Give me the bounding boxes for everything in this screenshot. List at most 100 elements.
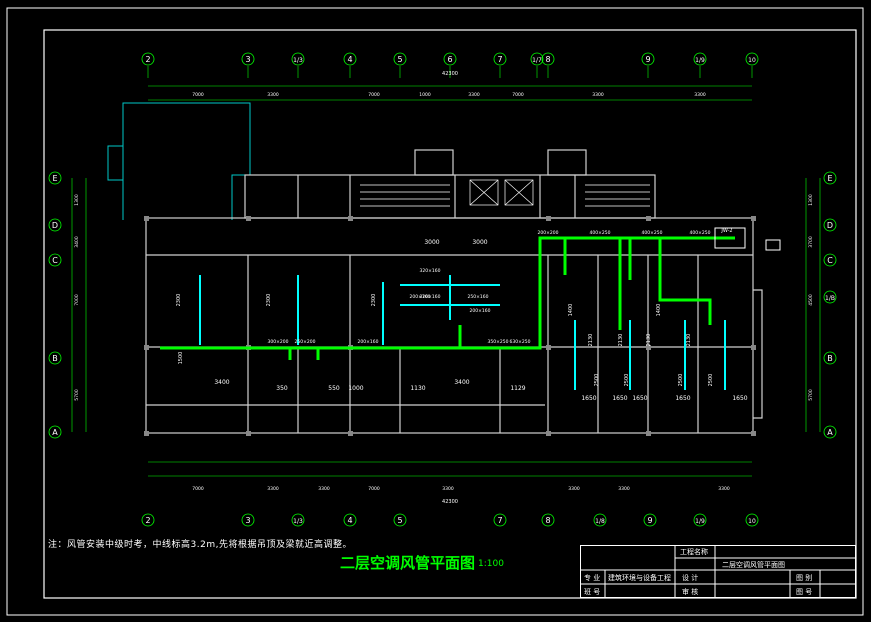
axis-bubble-bottom-1: 3 <box>241 513 255 527</box>
vertical-dim-11: 1500 <box>178 352 184 365</box>
dim-right-0: 1300 <box>808 194 814 206</box>
svg-text:B: B <box>827 354 833 363</box>
axis-bubble-right-1: D <box>823 218 837 232</box>
branch-ducts <box>199 275 726 390</box>
axis-bubble-bottom-8: 9 <box>643 513 657 527</box>
structural-columns <box>144 216 756 436</box>
vertical-dim-8: 2500 <box>624 374 630 387</box>
dim-bottom-seg-3: 7000 <box>368 486 380 492</box>
svg-text:C: C <box>827 256 833 265</box>
svg-text:1/9: 1/9 <box>695 518 705 525</box>
axis-bubble-top-10: 1/9 <box>693 52 707 66</box>
tb-review-label: 审 核 <box>682 588 699 596</box>
room-dim-13: 1650 <box>612 395 627 402</box>
axis-bubble-bottom-3: 4 <box>343 513 357 527</box>
svg-text:2: 2 <box>145 55 150 64</box>
svg-text:1/B: 1/B <box>825 295 835 302</box>
svg-text:1/3: 1/3 <box>293 57 303 64</box>
axis-lines <box>71 66 821 477</box>
axis-bubble-bottom-7: 1/8 <box>593 513 607 527</box>
vertical-dim-13: 1400 <box>656 304 662 317</box>
stairwells <box>360 179 650 207</box>
svg-text:E: E <box>52 174 57 183</box>
tb-specialty-value: 建筑环境与设备工程 <box>608 574 671 582</box>
dim-bottom-seg-2: 3300 <box>318 486 330 492</box>
room-dim-7: 3400 <box>454 379 469 386</box>
duct-size-1: 400×250 <box>590 230 611 236</box>
dim-bottom-seg-6: 3300 <box>618 486 630 492</box>
dim-top-seg-3: 1000 <box>419 92 431 98</box>
axis-bubble-top-9: 9 <box>641 52 655 66</box>
duct-size-13: 200×160 <box>358 339 379 345</box>
tb-sheet-label: 图 号 <box>796 588 813 596</box>
svg-text:7: 7 <box>497 516 502 525</box>
vertical-dim-0: 2300 <box>176 294 182 307</box>
vertical-dim-1: 2300 <box>266 294 272 307</box>
duct-size-10: 350×250 <box>488 339 509 345</box>
air-handling-unit <box>714 227 746 249</box>
svg-text:5: 5 <box>397 516 402 525</box>
room-dim-4: 550 <box>328 385 340 392</box>
svg-text:3: 3 <box>245 516 250 525</box>
vertical-dim-7: 2500 <box>594 374 600 387</box>
drawing-scale: 1:100 <box>478 559 504 569</box>
vertical-dim-10: 2500 <box>708 374 714 387</box>
svg-text:C: C <box>52 256 58 265</box>
axis-bubble-left-4: A <box>48 425 62 439</box>
dim-bottom-seg-1: 3300 <box>267 486 279 492</box>
axis-bubble-top-3: 4 <box>343 52 357 66</box>
axis-bubble-bottom-5: 7 <box>493 513 507 527</box>
vertical-dim-4: 2130 <box>618 334 624 347</box>
axis-bubble-bottom-4: 5 <box>393 513 407 527</box>
dim-left-3: 5700 <box>74 389 80 401</box>
dim-right-2: 4500 <box>808 294 814 306</box>
room-dim-8: 1129 <box>510 385 525 392</box>
installation-note: 注：风管安装中级时考，中线标高3.2m,先将根据吊顶及梁就近高调整。 <box>48 540 352 550</box>
duct-size-4: 320×160 <box>420 268 441 274</box>
axis-bubble-right-4: B <box>823 351 837 365</box>
room-dim-9: 1650 <box>581 395 596 402</box>
svg-text:8: 8 <box>545 516 550 525</box>
axis-bubble-left-1: D <box>48 218 62 232</box>
unit-label: JW-2 <box>720 228 732 234</box>
vertical-dim-6: 2130 <box>686 334 692 347</box>
axis-bubble-bottom-9: 1/9 <box>693 513 707 527</box>
duct-fitting <box>765 239 781 251</box>
tb-project-label: 工程名称 <box>680 548 708 556</box>
dim-bottom-seg-0: 7000 <box>192 486 204 492</box>
svg-text:B: B <box>52 354 58 363</box>
svg-text:3: 3 <box>245 55 250 64</box>
duct-size-12: 300×200 <box>268 339 289 345</box>
dim-left-1: 3400 <box>74 236 80 248</box>
dim-top-seg-5: 7000 <box>512 92 524 98</box>
svg-text:E: E <box>827 174 832 183</box>
room-dim-6: 1130 <box>410 385 425 392</box>
main-supply-duct <box>160 236 735 360</box>
axis-bubble-right-0: E <box>823 171 837 185</box>
duct-size-6: 250×160 <box>468 294 489 300</box>
vertical-dim-3: 2130 <box>588 334 594 347</box>
axis-bubble-left-0: E <box>48 171 62 185</box>
tb-design-label: 设 计 <box>682 574 699 582</box>
room-dim-2: 3400 <box>214 379 229 386</box>
svg-text:10: 10 <box>748 518 756 525</box>
dim-left-2: 7000 <box>74 294 80 306</box>
duct-size-8: 320×160 <box>420 294 441 300</box>
svg-text:4: 4 <box>347 516 352 525</box>
building-walls <box>145 149 763 434</box>
axis-bubble-right-2: C <box>823 253 837 267</box>
axis-bubble-right-3: 1/B <box>823 290 837 304</box>
axis-bubble-top-11: 10 <box>745 52 759 66</box>
dim-bottom-seg-4: 3300 <box>442 486 454 492</box>
outer-frame <box>6 7 864 616</box>
room-dim-3: 350 <box>276 385 288 392</box>
axis-bubble-left-2: C <box>48 253 62 267</box>
vertical-dim-12: 1400 <box>568 304 574 317</box>
axis-bubble-top-2: 1/3 <box>291 52 305 66</box>
duct-size-7: 250×200 <box>295 339 316 345</box>
svg-text:4: 4 <box>347 55 352 64</box>
dim-left-0: 1300 <box>74 194 80 206</box>
dim-top-seg-2: 7000 <box>368 92 380 98</box>
room-dim-11: 1650 <box>675 395 690 402</box>
